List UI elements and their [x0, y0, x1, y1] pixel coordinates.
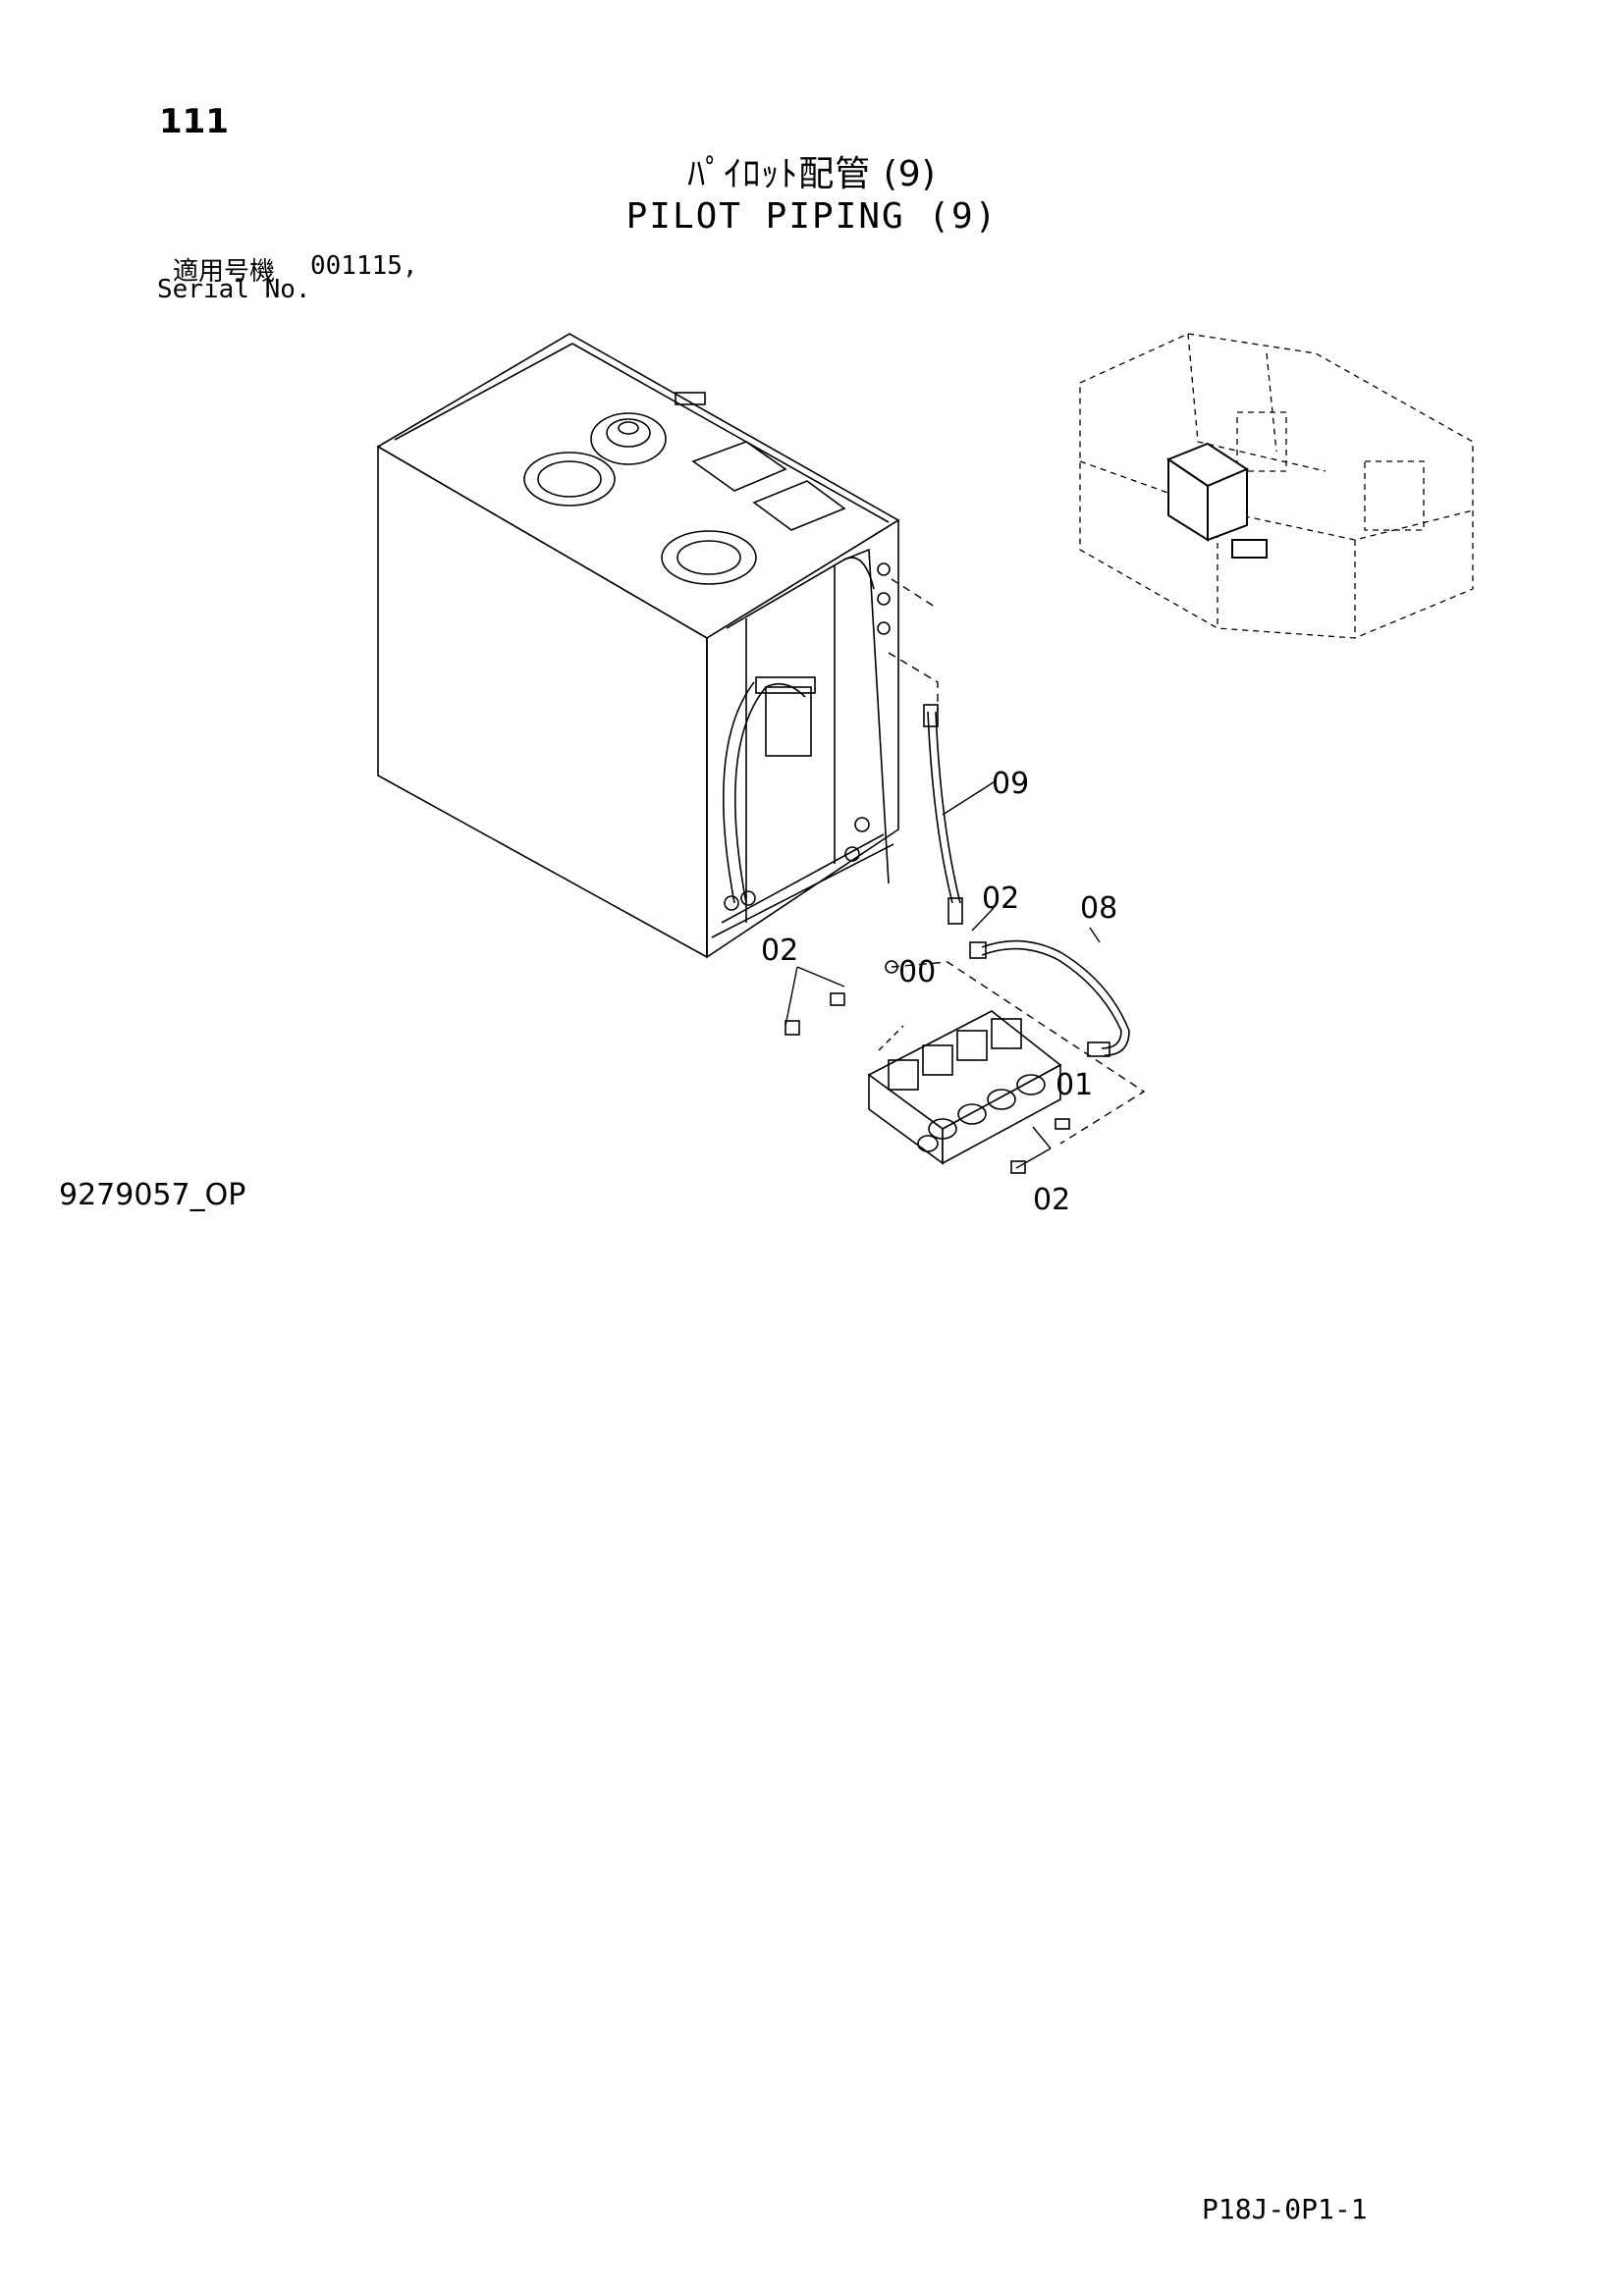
serial-label-japanese: 適用号機	[173, 257, 276, 287]
page-title-english: PILOT PIPING (9)	[625, 196, 999, 237]
callout-00: 00	[898, 955, 936, 989]
machine-overview-inset	[1079, 333, 1474, 639]
footer-page-code: P18J-0P1-1	[1202, 2193, 1368, 2225]
callout-02-lower: 02	[1033, 1183, 1070, 1217]
callout-02-left: 02	[761, 934, 798, 968]
hydraulic-tank-illustration	[376, 333, 900, 959]
callout-09: 09	[992, 767, 1029, 801]
page-title-japanese: ﾊﾟｲﾛｯﾄ配管 (9)	[687, 154, 937, 194]
serial-number-value: 001115,	[310, 251, 418, 281]
leader-lines	[785, 578, 1146, 1169]
pilot-hoses	[923, 704, 1130, 1057]
callout-08: 08	[1080, 891, 1117, 926]
serial-label-english: Serial No.	[157, 275, 311, 304]
callout-02-upper: 02	[982, 881, 1019, 916]
control-valve-illustration	[785, 960, 1070, 1174]
drawing-code: 9279057_OP	[59, 1178, 246, 1212]
page-number: 111	[159, 102, 229, 141]
callout-01: 01	[1056, 1068, 1093, 1102]
